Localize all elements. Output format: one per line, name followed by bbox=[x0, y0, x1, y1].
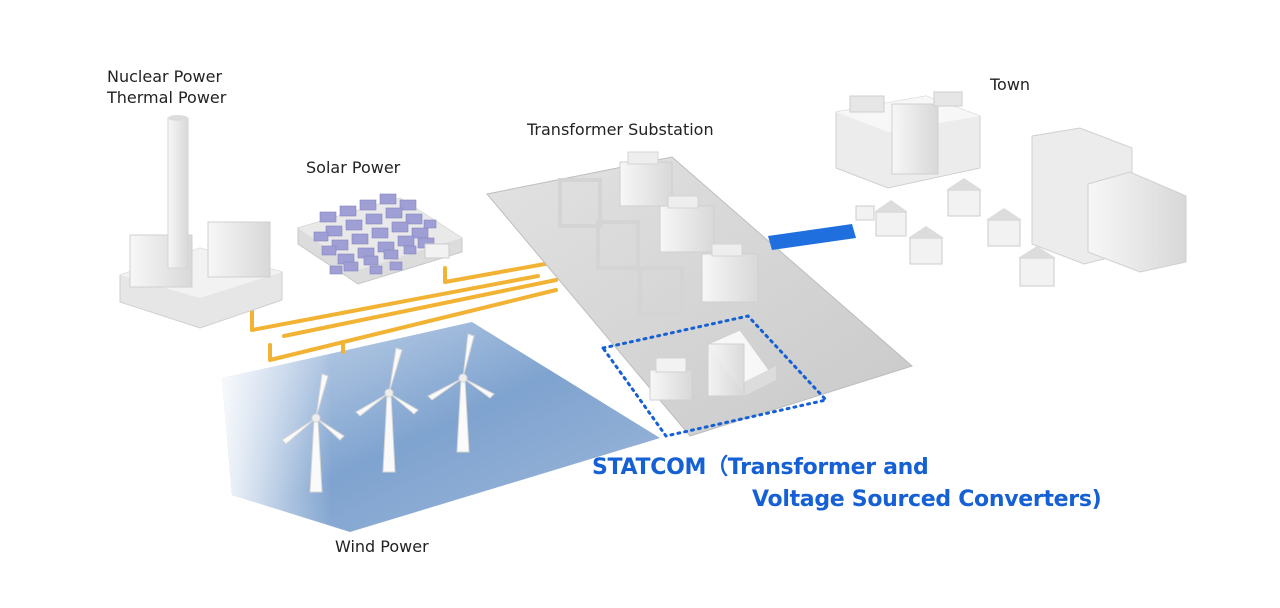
plant-building-right bbox=[207, 221, 271, 278]
statcom-transformer bbox=[649, 357, 693, 401]
town bbox=[835, 91, 1187, 287]
power-line-plant bbox=[250, 274, 540, 332]
house bbox=[947, 189, 981, 217]
power-plant bbox=[119, 115, 283, 329]
wind-farm-sea bbox=[222, 322, 660, 532]
wind-turbine-1 bbox=[281, 373, 345, 493]
power-plant-label: Nuclear Power Thermal Power bbox=[107, 66, 226, 108]
transformer-unit-3 bbox=[638, 243, 759, 316]
wind-turbine-3 bbox=[427, 333, 495, 453]
chimney bbox=[167, 117, 189, 269]
solar-panels bbox=[313, 193, 437, 275]
thermal-power-label: Thermal Power bbox=[107, 88, 227, 107]
solar-farm bbox=[297, 193, 463, 285]
substation-town-link bbox=[768, 224, 856, 250]
statcom-label-line2: Voltage Sourced Converters) bbox=[752, 487, 1102, 512]
transformer-substation-label: Transformer Substation bbox=[527, 120, 714, 139]
house bbox=[855, 205, 875, 221]
solar-power-label: Solar Power bbox=[306, 158, 401, 177]
house bbox=[987, 219, 1021, 247]
power-line-plant-2 bbox=[268, 288, 558, 362]
statcom-highlight bbox=[600, 314, 829, 438]
house bbox=[1019, 257, 1055, 287]
house-roofs bbox=[874, 178, 1056, 258]
nuclear-power-label: Nuclear Power bbox=[107, 67, 223, 86]
power-line-solar bbox=[443, 260, 558, 284]
power-lines bbox=[250, 260, 558, 362]
houses bbox=[855, 189, 1055, 287]
power-line-mid bbox=[282, 278, 558, 338]
statcom-label: STATCOM（Transformer and Voltage Sourced … bbox=[592, 452, 1102, 516]
office-tower bbox=[1031, 127, 1187, 273]
transformer-unit-2 bbox=[596, 195, 715, 270]
solar-inverter-box bbox=[424, 243, 450, 259]
town-label: Town bbox=[990, 75, 1031, 94]
apartment-block bbox=[835, 91, 981, 189]
statcom-converter-container bbox=[707, 329, 777, 397]
wind-power-label: Wind Power bbox=[335, 537, 429, 556]
wind-turbines bbox=[281, 333, 495, 493]
statcom-label-line1: STATCOM（Transformer and bbox=[592, 455, 929, 480]
transformer-unit-1 bbox=[558, 151, 673, 228]
house bbox=[875, 211, 907, 237]
house bbox=[909, 237, 943, 265]
substation-transformers bbox=[558, 151, 759, 316]
wind-turbine-2 bbox=[355, 347, 419, 473]
